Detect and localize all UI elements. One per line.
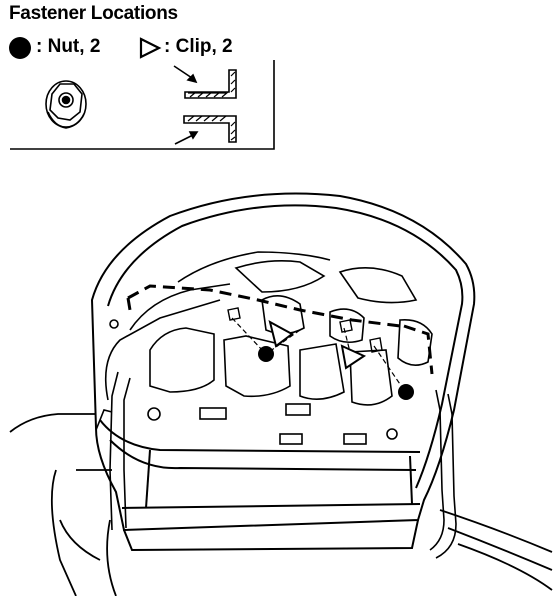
car-body — [9, 413, 553, 596]
legend-clip-label: : Clip, 2 — [164, 36, 233, 57]
nut-illustration — [45, 80, 87, 129]
clip-marker-1 — [268, 320, 294, 348]
clip-lower-illustration — [174, 115, 237, 145]
legend-box-frame — [10, 60, 275, 150]
nut-marker-1 — [258, 346, 274, 362]
filled-circle-icon — [9, 37, 31, 59]
legend-nut-label: : Nut, 2 — [36, 36, 101, 57]
trunk-lid — [90, 192, 476, 552]
fastener-hardware — [227, 307, 383, 353]
trim-panel-outline — [126, 284, 434, 375]
fastener-leader-lines — [231, 317, 405, 391]
wire-harness — [104, 299, 457, 559]
diagram-title: Fastener Locations — [9, 3, 178, 24]
clip-upper-illustration — [173, 65, 237, 99]
clip-marker-2 — [340, 344, 367, 370]
trunk-lid-inner-panel — [95, 251, 433, 445]
nut-marker-2 — [398, 384, 414, 400]
triangle-outline-icon — [139, 37, 162, 59]
